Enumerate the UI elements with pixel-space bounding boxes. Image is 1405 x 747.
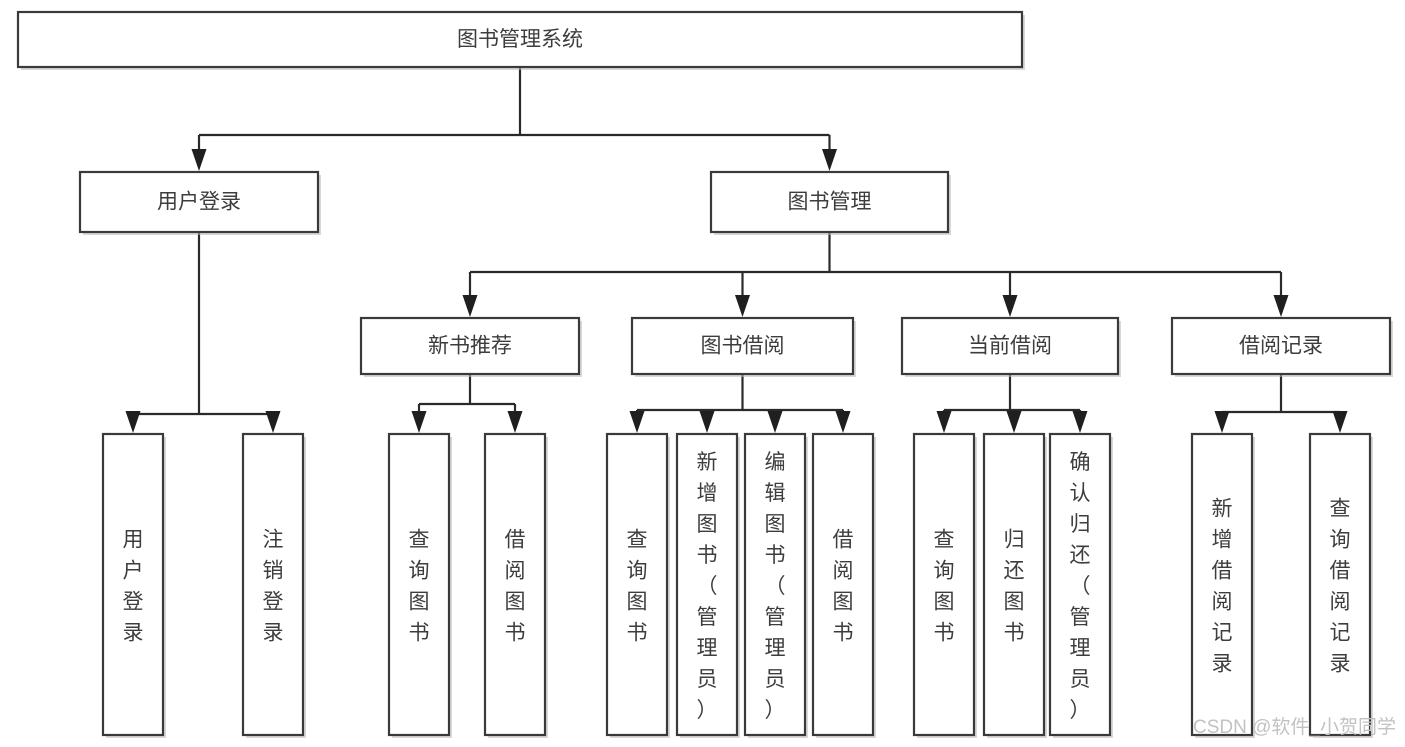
node-box[interactable] xyxy=(630,316,855,376)
node-label: 归还图书 xyxy=(1004,529,1025,645)
arrow-head-icon xyxy=(629,411,645,433)
arrow-head-icon xyxy=(1072,411,1088,433)
csdn-watermark: CSDN @软件_小贺同学 xyxy=(1193,716,1396,738)
node-label: 查询图书 xyxy=(934,529,955,645)
arrow-head-icon xyxy=(507,411,523,433)
node-box[interactable] xyxy=(709,170,950,234)
node-leaf-borrow-book[interactable]: 借阅图书 xyxy=(811,432,876,738)
node-box[interactable] xyxy=(1170,316,1392,376)
node-leaf-query-book-borrow[interactable]: 查询图书 xyxy=(605,432,670,738)
node-label: 注销登录 xyxy=(263,529,284,645)
node-leaf-borrow-book-rec[interactable]: 借阅图书 xyxy=(483,432,548,738)
node-box[interactable] xyxy=(900,316,1120,376)
node-borrow-record[interactable]: 借阅记录 xyxy=(1170,316,1393,377)
node-leaf-confirm-return[interactable]: 确认归还（管理员） xyxy=(1048,432,1113,738)
arrow-head-icon xyxy=(191,149,207,171)
node-box[interactable] xyxy=(1048,432,1112,737)
node-leaf-add-record[interactable]: 新增借阅记录 xyxy=(1190,432,1255,738)
connector-group-book-manage xyxy=(462,232,1289,317)
node-box[interactable] xyxy=(811,432,875,737)
node-box[interactable] xyxy=(675,432,739,737)
node-leaf-user-login[interactable]: 用户登录 xyxy=(101,432,166,738)
node-layer: 图书管理系统用户登录图书管理新书推荐图书借阅当前借阅借阅记录用户登录注销登录查询… xyxy=(16,10,1393,738)
node-label: 图书管理系统 xyxy=(457,28,583,51)
node-box[interactable] xyxy=(982,432,1046,737)
arrow-head-icon xyxy=(835,411,851,433)
arrow-head-icon xyxy=(735,295,750,317)
arrow-head-icon xyxy=(1002,295,1018,317)
arrow-head-icon xyxy=(1006,411,1022,433)
node-label: 查询图书 xyxy=(409,529,430,645)
node-label: 查询借阅记录 xyxy=(1330,498,1351,676)
node-label: 当前借阅 xyxy=(968,335,1052,358)
node-label: 新增图书（管理员） xyxy=(697,451,718,722)
node-box[interactable] xyxy=(483,432,547,737)
node-label: 查询图书 xyxy=(627,529,648,645)
node-current-borrow[interactable]: 当前借阅 xyxy=(900,316,1121,377)
arrow-head-icon xyxy=(699,411,715,433)
arrow-head-icon xyxy=(265,411,281,433)
node-label: 确认归还（管理员） xyxy=(1070,451,1091,722)
node-label: 图书管理 xyxy=(788,191,872,214)
connector-group-user-login xyxy=(125,232,281,433)
node-box[interactable] xyxy=(912,432,976,737)
arrow-head-icon xyxy=(1273,295,1289,317)
node-box[interactable] xyxy=(1308,432,1372,737)
node-label: 图书借阅 xyxy=(701,335,785,358)
node-leaf-add-book[interactable]: 新增图书（管理员） xyxy=(675,432,740,738)
node-box[interactable] xyxy=(101,432,165,737)
node-box[interactable] xyxy=(605,432,669,737)
connector-layer xyxy=(125,67,1348,433)
arrow-head-icon xyxy=(411,411,427,433)
node-box[interactable] xyxy=(78,170,320,234)
node-label: 借阅图书 xyxy=(833,529,854,645)
arrow-head-icon xyxy=(1214,411,1230,433)
node-leaf-query-book-cur[interactable]: 查询图书 xyxy=(912,432,977,738)
node-box[interactable] xyxy=(16,10,1024,69)
arrow-head-icon xyxy=(462,295,478,317)
node-label: 新增借阅记录 xyxy=(1212,498,1233,676)
node-label: 用户登录 xyxy=(123,529,144,645)
node-box[interactable] xyxy=(743,432,807,737)
connector-group-new-book-rec xyxy=(411,374,523,433)
node-book-borrow[interactable]: 图书借阅 xyxy=(630,316,856,377)
node-book-manage[interactable]: 图书管理 xyxy=(709,170,951,235)
arrow-head-icon xyxy=(125,411,141,433)
node-root[interactable]: 图书管理系统 xyxy=(16,10,1025,70)
connector-group-root xyxy=(191,67,837,171)
connector-group-book-borrow xyxy=(629,374,851,433)
arrow-head-icon xyxy=(1332,411,1348,433)
arrow-head-icon xyxy=(822,149,837,171)
node-leaf-edit-book[interactable]: 编辑图书（管理员） xyxy=(743,432,808,738)
node-box[interactable] xyxy=(1190,432,1254,737)
arrow-head-icon xyxy=(767,411,783,433)
node-leaf-query-record[interactable]: 查询借阅记录 xyxy=(1308,432,1373,738)
node-label: 借阅记录 xyxy=(1239,335,1323,358)
node-box[interactable] xyxy=(359,316,581,376)
connector-group-borrow-record xyxy=(1214,374,1348,433)
node-user-login[interactable]: 用户登录 xyxy=(78,170,321,235)
node-box[interactable] xyxy=(387,432,451,737)
node-leaf-query-book-rec[interactable]: 查询图书 xyxy=(387,432,452,738)
node-box[interactable] xyxy=(241,432,305,737)
node-new-book-rec[interactable]: 新书推荐 xyxy=(359,316,582,377)
node-leaf-return-book[interactable]: 归还图书 xyxy=(982,432,1047,738)
arrow-head-icon xyxy=(936,411,952,433)
node-leaf-logout[interactable]: 注销登录 xyxy=(241,432,306,738)
node-label: 借阅图书 xyxy=(505,529,526,645)
node-label: 用户登录 xyxy=(157,191,241,214)
connector-group-current-borrow xyxy=(936,374,1088,433)
node-label: 新书推荐 xyxy=(428,335,512,358)
node-label: 编辑图书（管理员） xyxy=(765,451,786,722)
